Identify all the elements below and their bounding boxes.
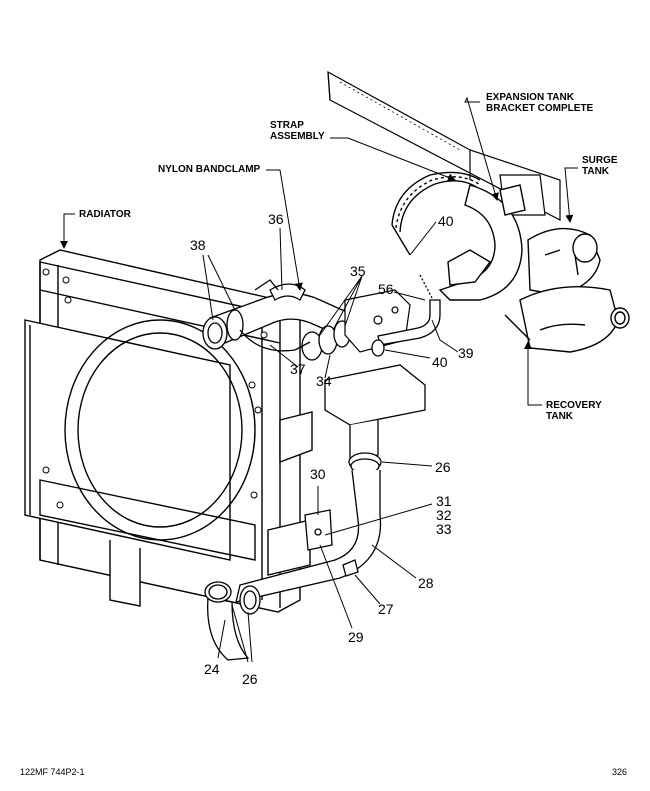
strap-assembly bbox=[391, 171, 481, 256]
strap-assembly-label-line1: STRAP bbox=[270, 120, 304, 131]
callout-36: 36 bbox=[268, 211, 284, 227]
callout-39: 39 bbox=[458, 345, 474, 361]
callout-28: 28 bbox=[418, 575, 434, 591]
recovery-tank-label-line2: TANK bbox=[546, 411, 574, 422]
expansion-tank-bracket bbox=[438, 184, 526, 301]
strap-assembly-label-line2: ASSEMBLY bbox=[270, 131, 325, 142]
callout-26-upper: 26 bbox=[435, 459, 451, 475]
radiator-label: RADIATOR bbox=[79, 209, 131, 220]
callout-34: 34 bbox=[316, 373, 332, 389]
callout-24: 24 bbox=[204, 661, 220, 677]
callout-32: 32 bbox=[436, 507, 452, 523]
callout-37: 37 bbox=[290, 361, 306, 377]
leader-lines bbox=[60, 96, 578, 663]
figure-id: 122MF 744P2-1 bbox=[20, 767, 85, 777]
callout-40-lower: 40 bbox=[432, 354, 448, 370]
page-number: 326 bbox=[612, 767, 628, 777]
nylon-bandclamp-label: NYLON BANDCLAMP bbox=[158, 164, 261, 175]
expansion-tank-label-line2: BRACKET COMPLETE bbox=[486, 103, 594, 114]
radiator bbox=[24, 249, 313, 613]
upper-hose bbox=[202, 279, 361, 361]
callout-35: 35 bbox=[350, 263, 366, 279]
expansion-tank-label-line1: EXPANSION TANK bbox=[486, 92, 574, 103]
surge-tank bbox=[504, 227, 630, 353]
callout-56: 56 bbox=[378, 281, 394, 297]
callout-30: 30 bbox=[310, 466, 326, 482]
lower-pipe-assembly bbox=[235, 364, 426, 603]
surge-tank-label-line2: TANK bbox=[582, 166, 610, 177]
surge-tank-label-line1: SURGE bbox=[582, 155, 618, 166]
callout-40-upper: 40 bbox=[438, 213, 454, 229]
callout-33: 33 bbox=[436, 521, 452, 537]
recovery-tank-label-line1: RECOVERY bbox=[546, 400, 602, 411]
bottom-hose-clamps bbox=[204, 581, 261, 661]
callout-31: 31 bbox=[436, 493, 452, 509]
callout-27: 27 bbox=[378, 601, 394, 617]
callout-38: 38 bbox=[190, 237, 206, 253]
callout-29: 29 bbox=[348, 629, 364, 645]
callout-26-lower: 26 bbox=[242, 671, 258, 687]
overflow-tube bbox=[371, 274, 441, 357]
